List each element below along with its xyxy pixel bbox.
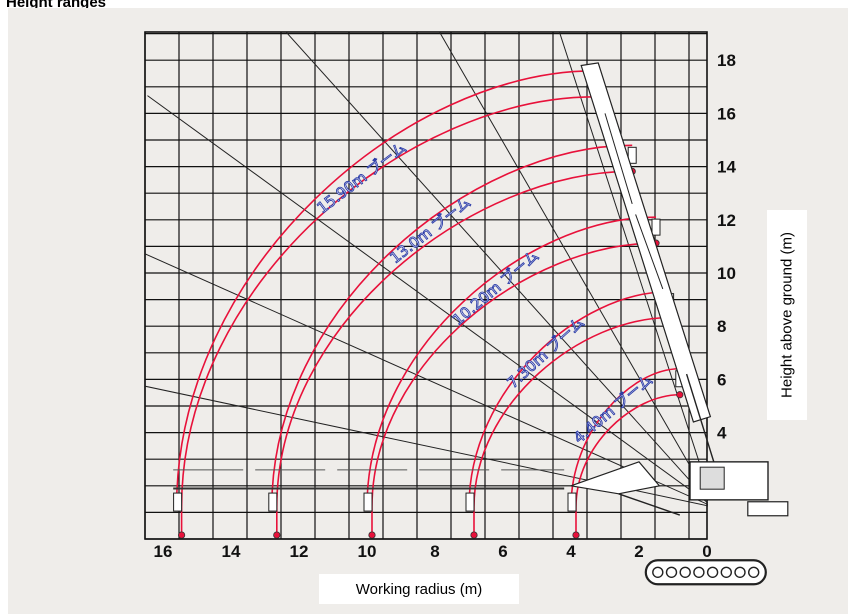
x-tick-label: 2 bbox=[634, 542, 643, 561]
x-tick-label: 10 bbox=[358, 542, 377, 561]
hook-block bbox=[268, 492, 278, 512]
boom-arc-outer bbox=[366, 216, 657, 508]
boom-arc-inner bbox=[180, 96, 595, 536]
boom-arc-outer bbox=[468, 290, 670, 508]
y-axis-label-box: Height above ground (m) bbox=[767, 210, 807, 420]
hook-block bbox=[627, 146, 637, 164]
track-roller bbox=[720, 566, 732, 578]
boom-angle-line bbox=[145, 253, 708, 506]
y-axis-label: Height above ground (m) bbox=[778, 232, 796, 398]
hook-block bbox=[465, 492, 475, 512]
boom-segment-line bbox=[635, 214, 664, 290]
boom-arc-inner bbox=[276, 170, 633, 536]
y-tick-label: 10 bbox=[717, 264, 736, 283]
grid bbox=[144, 31, 708, 540]
counterweight bbox=[747, 501, 789, 517]
boom-label-2: 13.0m ブーム bbox=[386, 193, 474, 267]
x-tick-label: 6 bbox=[498, 542, 507, 561]
boom-arc-inner bbox=[575, 393, 680, 536]
x-tick-label: 12 bbox=[290, 542, 309, 561]
hook-block bbox=[651, 218, 661, 236]
track-roller bbox=[748, 566, 760, 578]
y-tick-label: 16 bbox=[717, 104, 736, 123]
x-tick-label: 16 bbox=[154, 542, 173, 561]
x-tick-label: 4 bbox=[566, 542, 576, 561]
track-roller bbox=[679, 566, 691, 578]
x-tick-label: 8 bbox=[430, 542, 439, 561]
boom-arc-outer bbox=[175, 70, 595, 508]
luffing-jib bbox=[570, 461, 661, 495]
boom-segment-line bbox=[604, 113, 633, 204]
track-roller bbox=[693, 566, 705, 578]
boom-arc-outer bbox=[570, 367, 680, 508]
crawler-track bbox=[644, 559, 767, 586]
hook-dot bbox=[273, 531, 281, 539]
grid-border bbox=[144, 31, 708, 540]
cab-window bbox=[699, 466, 725, 490]
y-tick-label: 14 bbox=[717, 158, 736, 177]
boom-lift-arm bbox=[685, 373, 715, 463]
y-tick-label: 6 bbox=[717, 370, 726, 389]
boom-label-5: 4.40m ブーム bbox=[570, 371, 656, 447]
crane-drawing bbox=[173, 62, 789, 586]
x-tick-label: 0 bbox=[702, 542, 711, 561]
boom-label-1: 15.90m ブーム bbox=[314, 139, 410, 218]
hook-block bbox=[173, 492, 183, 512]
x-axis-label: Working radius (m) bbox=[319, 574, 519, 604]
hook-dot bbox=[368, 531, 376, 539]
y-tick-label: 18 bbox=[717, 51, 736, 70]
hook-dot bbox=[572, 531, 580, 539]
hook-dot bbox=[676, 391, 684, 399]
y-tick-label: 12 bbox=[717, 211, 736, 230]
track-roller bbox=[706, 566, 719, 578]
y-tick-label: 8 bbox=[717, 317, 726, 336]
boom-angle-lines bbox=[145, 32, 708, 507]
hook-dot bbox=[178, 531, 186, 539]
hook-block bbox=[567, 492, 577, 512]
boom-arc-inner bbox=[473, 316, 670, 536]
boom-label-3: 10.20m ブーム bbox=[449, 247, 542, 329]
boom-arcs bbox=[173, 70, 685, 539]
track-roller bbox=[652, 566, 664, 578]
track-roller bbox=[734, 566, 746, 578]
boom-arc-inner bbox=[371, 242, 657, 536]
boom-angle-line bbox=[147, 95, 708, 504]
boom-angle-line bbox=[285, 32, 708, 502]
hook-dot bbox=[470, 531, 478, 539]
header-title: Height ranges bbox=[6, 0, 106, 8]
boom-arc-outer bbox=[271, 144, 633, 508]
x-tick-label: 14 bbox=[222, 542, 241, 561]
hook-block bbox=[363, 492, 373, 512]
track-roller bbox=[665, 566, 678, 578]
support-arm bbox=[618, 493, 681, 516]
boom-angle-line bbox=[438, 32, 708, 499]
y-tick-label: 4 bbox=[717, 424, 727, 443]
